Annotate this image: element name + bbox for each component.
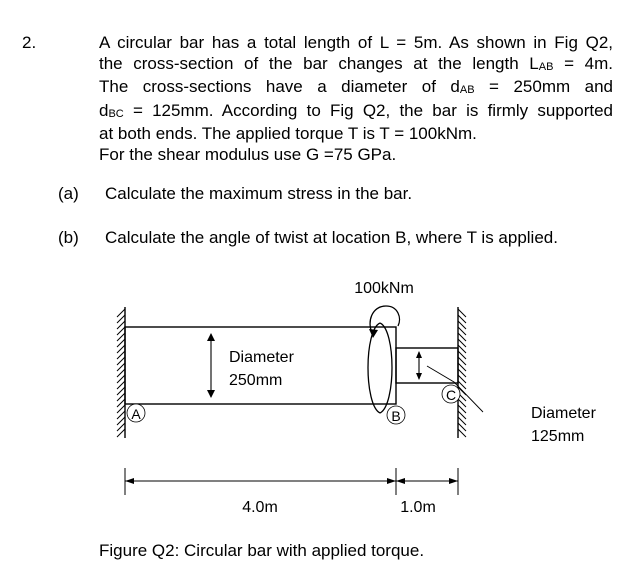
- part-b-text: Calculate the angle of twist at location…: [105, 228, 558, 247]
- point-a-marker: [126, 403, 146, 423]
- diameter-large-dimension: [207, 333, 215, 398]
- length-bc-label: 1.0m: [400, 499, 436, 516]
- question-text: A circular bar has a total length of L =…: [99, 33, 613, 165]
- subscript-bc: BC: [108, 107, 124, 120]
- torque-label: 100kNm: [354, 280, 414, 297]
- question-line-6: For the shear modulus use G =75 GPa.: [99, 144, 397, 164]
- left-wall-support: [116, 307, 126, 438]
- subscript-ab: AB: [538, 60, 554, 73]
- question-number: 2.: [22, 33, 37, 52]
- diameter-small-label-1: Diameter: [531, 405, 597, 422]
- question-line-4: dBC = 125mm. According to Fig Q2, the ba…: [99, 101, 613, 125]
- diameter-small-leader: [426, 365, 484, 413]
- diameter-large-label-2: 250mm: [229, 372, 282, 389]
- point-a-label: A: [131, 406, 141, 422]
- diameter-small-label-2: 125mm: [531, 428, 584, 445]
- point-b-label: B: [391, 408, 400, 424]
- question-line-2: the cross-section of the bar changes at …: [99, 54, 613, 78]
- question-line-5: at both ends. The applied torque T is T …: [99, 124, 477, 143]
- part-a-label: (a): [58, 184, 79, 203]
- part-a-text: Calculate the maximum stress in the bar.: [105, 184, 413, 203]
- length-ab-arrow-left: [125, 478, 134, 484]
- length-dimension: [124, 468, 459, 495]
- question-line-3-tail: = 250mm and: [474, 77, 613, 96]
- question-line-3: The cross-sections have a diameter of dA…: [99, 77, 613, 101]
- question-line-1: A circular bar has a total length of L =…: [99, 33, 613, 52]
- length-ab-label: 4.0m: [242, 499, 278, 516]
- question-line-2-tail: = 4m.: [553, 53, 613, 73]
- torque-arrow-icon: [369, 329, 378, 338]
- length-bc-arrow-left: [396, 478, 405, 484]
- figure-caption: Figure Q2: Circular bar with applied tor…: [99, 541, 425, 560]
- question-line-4-text: d: [99, 100, 109, 120]
- bar-section-bc: [395, 347, 459, 384]
- point-c-label: C: [446, 387, 456, 403]
- point-b-marker: [386, 405, 406, 425]
- part-b-label: (b): [58, 228, 79, 247]
- torque-symbol: [367, 305, 401, 414]
- question-line-4-tail: = 125mm. According to Fig Q2, the bar is…: [123, 100, 613, 120]
- diameter-large-label-1: Diameter: [229, 349, 295, 366]
- right-wall-support: [457, 307, 467, 438]
- subscript-ab-2: AB: [459, 84, 475, 96]
- length-ab-arrow-right: [387, 478, 396, 484]
- question-line-2-text: the cross-section of the bar changes at …: [99, 53, 539, 73]
- length-bc-arrow-right: [449, 478, 458, 484]
- question-line-3-text: The cross-sections have a diameter of d: [99, 77, 460, 96]
- point-c-marker: [441, 384, 461, 404]
- diameter-small-dimension: [416, 351, 422, 380]
